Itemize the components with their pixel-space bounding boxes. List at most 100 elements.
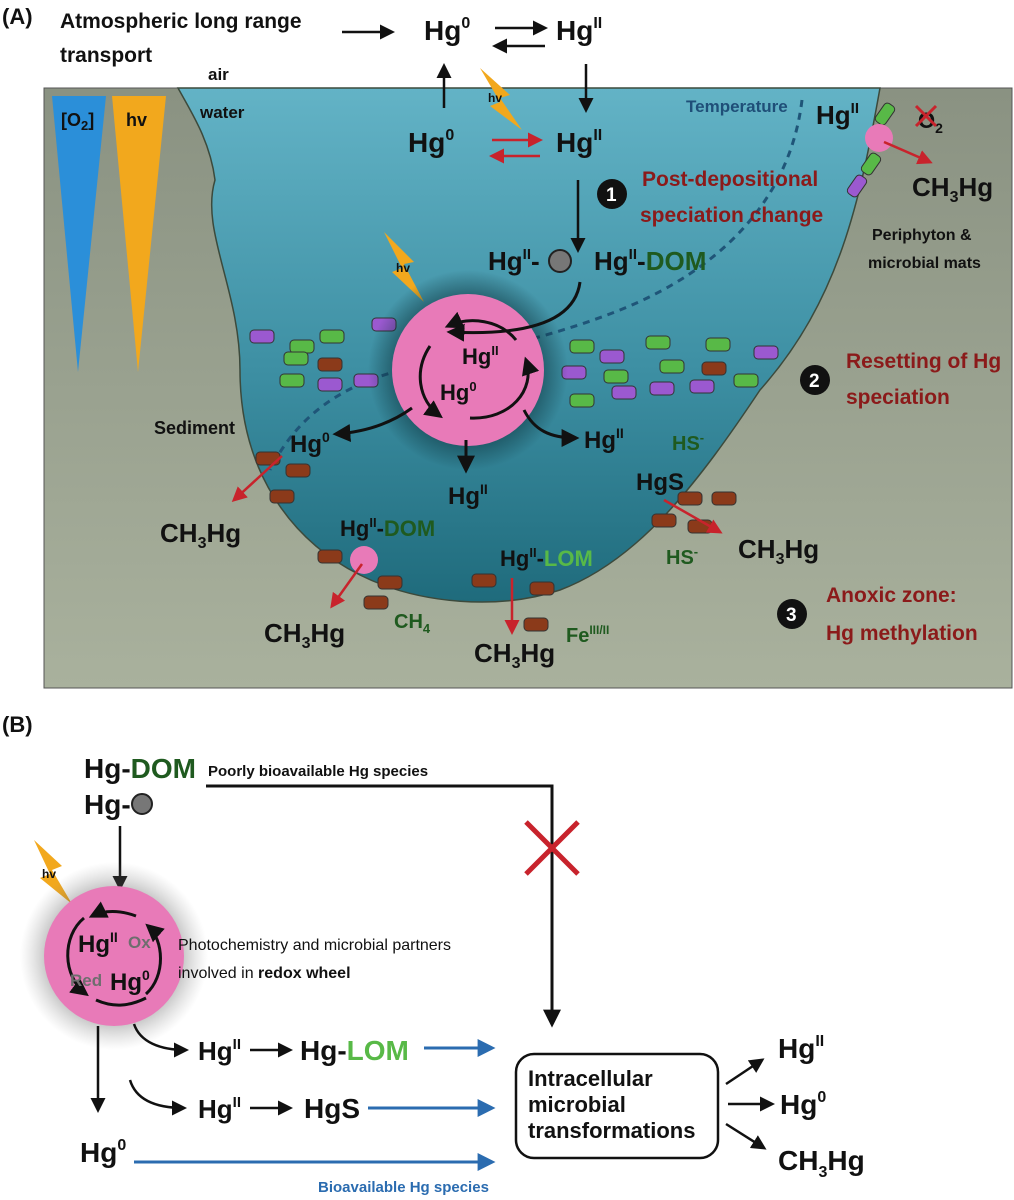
hgs-methylation-arrow (663, 498, 723, 534)
intracellular-box (514, 1052, 720, 1160)
hgs-b-label: HgS (304, 1093, 360, 1124)
wheel-b-arc-top (88, 901, 137, 918)
hg-particle-label: Hg- (84, 789, 131, 820)
particle-icon-b (131, 793, 153, 815)
out-hgII: HgII (778, 1033, 824, 1064)
wheel-b-ox: Ox (128, 933, 151, 952)
o2-cross-stroke-2 (914, 104, 938, 128)
hgII-dom-label: HgII-DOM (594, 246, 706, 276)
poorly-bioavailable-label: Poorly bioavailable Hg species (208, 763, 428, 780)
hg-lom-label: Hg-LOM (300, 1035, 409, 1066)
panel-b: (B) Hg-DOM Hg- Poorly bioavailable Hg sp… (2, 712, 865, 1196)
hs-bottom-label: HS- (666, 544, 698, 569)
temperature-label: Temperature (686, 97, 788, 116)
panel-b-label: (B) (2, 712, 33, 737)
step1-label: Post-depositional speciation change (640, 168, 824, 227)
out-ch3hg: CH3Hg (778, 1145, 865, 1181)
wheel-b-red: Red (70, 971, 102, 990)
wheel-arc-1 (418, 345, 443, 419)
dom-methylation-arrow (330, 563, 364, 609)
o2-label: [O2] (61, 110, 94, 133)
out-hg0: Hg0 (780, 1089, 826, 1120)
hgs-label: HgS (636, 469, 684, 496)
hv-triangle-label: hv (126, 110, 147, 130)
surface-hgII: HgII (556, 127, 602, 158)
bottom-hgII-dom: HgII-DOM (340, 515, 435, 541)
step3-label: Anoxic zone: Hg methylation (826, 584, 978, 645)
wheel-arc-3 (444, 311, 518, 341)
step2-badge (800, 365, 830, 395)
step1-badge (597, 179, 627, 209)
wheel-to-hg0-arrow (332, 406, 413, 442)
sed-hg0-left: Hg0 (290, 429, 330, 458)
redox-wheel (392, 294, 544, 446)
hv-gradient-triangle (112, 96, 166, 372)
hgs-ch3hg: CH3Hg (738, 534, 819, 568)
wheel-b-arc-bottom (95, 996, 147, 1007)
microbial-cells (249, 317, 779, 408)
sed-ch3hg-left: CH3Hg (160, 518, 241, 552)
lightning-hv-label: hv (488, 91, 502, 105)
wheel-hg0: Hg0 (440, 379, 477, 405)
bottom-hgII-lom: HgII-LOM (500, 545, 593, 571)
periphyton-ch3hg: CH3Hg (912, 172, 993, 206)
dom-ch3hg: CH3Hg (264, 618, 345, 652)
dom-methylation-site (350, 546, 378, 574)
air-label: air (208, 65, 229, 84)
sediment-label: Sediment (154, 418, 235, 438)
poorly-bioavailable-path (206, 784, 561, 1028)
lightning-icon (480, 68, 522, 130)
lom-ch3hg: CH3Hg (474, 638, 555, 672)
bottom-cells-dom (317, 549, 403, 610)
periphyton-label: Periphyton & microbial mats (868, 227, 981, 272)
periphyton-cell-green (874, 102, 896, 126)
hs-top-label: HS- (672, 430, 704, 455)
periphyton-methylation-arrow (883, 140, 933, 165)
intra-to-ch3hg-arrow (725, 1122, 767, 1150)
hg-dom-label: Hg-DOM (84, 753, 196, 784)
hgII-row2: HgII (198, 1094, 241, 1124)
step3-number: 3 (786, 605, 797, 626)
wheel-b-to-hgII-hgs-arrow (128, 1079, 187, 1116)
wheel-out-hgII-bottom: HgII (448, 481, 488, 510)
o2-gradient-triangle (52, 96, 106, 372)
periphyton-cell-purple (846, 174, 868, 198)
atm-hgII: HgII (556, 15, 602, 46)
surface-hg0: Hg0 (408, 127, 454, 158)
step2-label: Resetting of Hg speciation (846, 350, 1007, 409)
lightning-icon-2 (384, 232, 424, 302)
wheel-arc-2 (469, 356, 540, 420)
panel-a-label: (A) (2, 4, 33, 29)
water-label: water (199, 103, 245, 122)
atmospheric-transport-label: Atmospheric long range transport (60, 10, 307, 67)
periphyton-cell-green-2 (860, 152, 882, 176)
wheel-b-arc-right (144, 923, 165, 996)
sed-methylation-arrow-left (231, 455, 283, 503)
wheel-hgII: HgII (462, 343, 499, 369)
periphyton-methylation-site (865, 124, 893, 152)
panel-a: (A) [O2] hv Atmospheric long range trans… (2, 4, 1013, 689)
intracellular-label: Intracellular microbial transformations (528, 1066, 695, 1143)
wheel-b-hg0: Hg0 (110, 967, 150, 996)
wheel-to-hgII-right-arrow (522, 409, 580, 447)
hgII-row1: HgII (198, 1036, 241, 1066)
lightning-b-hv-label: hv (42, 867, 56, 881)
wheel-b-hgII: HgII (78, 929, 118, 958)
settle-into-wheel-arrow (446, 281, 582, 342)
step3-badge (777, 599, 807, 629)
wheel-b-arc-left (66, 916, 89, 997)
step2-number: 2 (809, 371, 820, 392)
sediment-cells-left (255, 451, 311, 504)
photochemistry-label: Photochemistry and microbial partners in… (178, 937, 455, 982)
atm-hg0: Hg0 (424, 15, 470, 46)
step1-number: 1 (606, 185, 617, 206)
particle-icon (548, 249, 572, 273)
ch4-label: CH4 (394, 611, 431, 636)
hgII-particle-label: HgII- (488, 246, 540, 276)
hg0-b-label: Hg0 (80, 1137, 126, 1168)
wheel-out-hgII-right: HgII (584, 425, 624, 454)
intra-to-hgII-arrow (725, 1058, 765, 1086)
periphyton-hgII: HgII (816, 100, 859, 130)
wheel-b-to-hgII-lom-arrow (132, 1023, 189, 1058)
